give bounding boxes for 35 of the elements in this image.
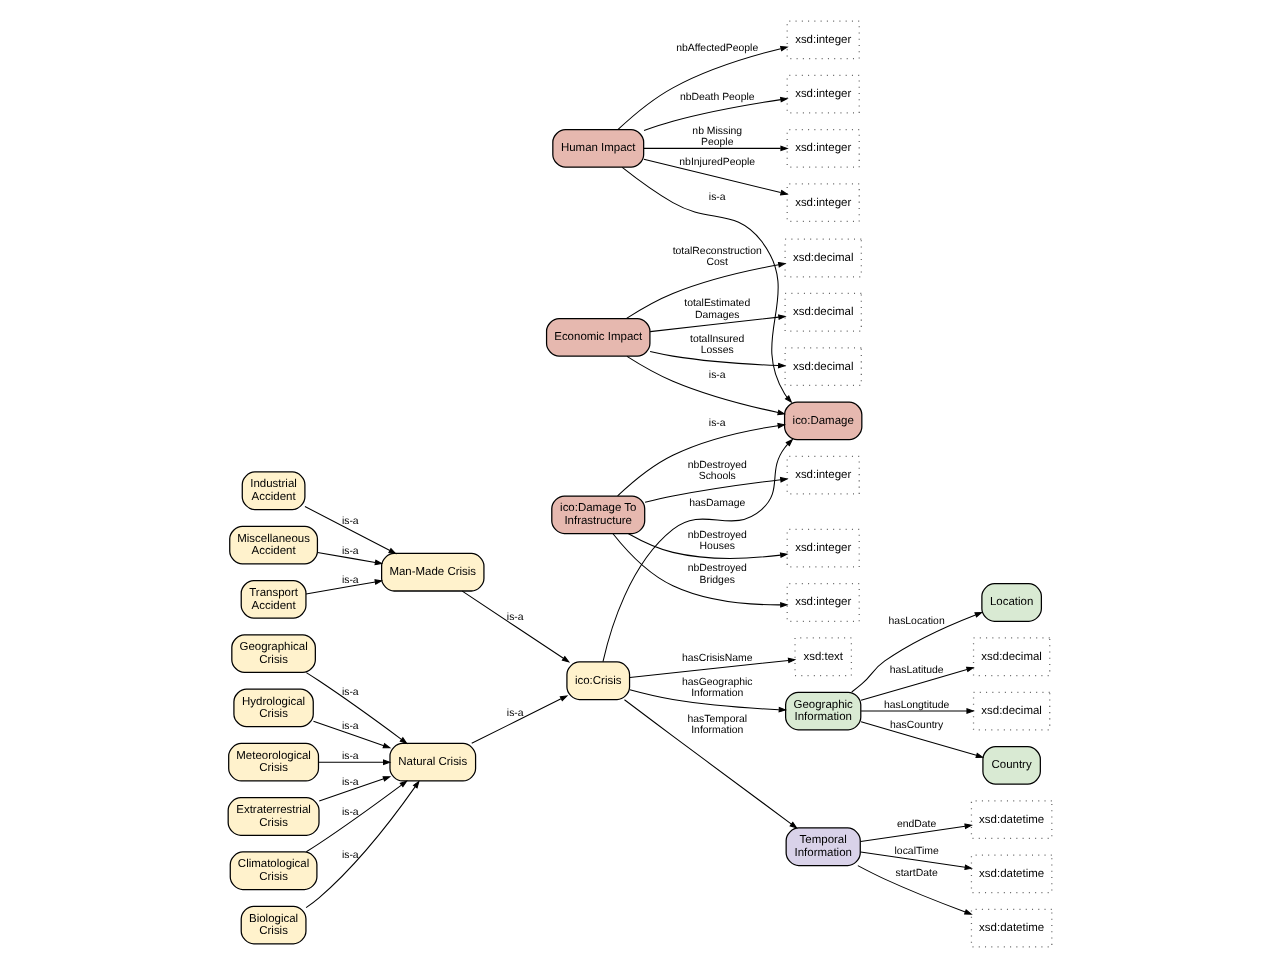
arrow <box>860 708 975 714</box>
arrow <box>602 438 794 663</box>
arrow <box>644 476 789 503</box>
arrow <box>860 666 975 701</box>
arrow <box>629 657 797 678</box>
arrow <box>860 721 985 759</box>
arrow <box>623 699 798 829</box>
arrow <box>643 145 789 152</box>
arrow <box>860 851 973 871</box>
arrow <box>318 776 392 802</box>
arrow <box>626 355 786 416</box>
arrow <box>305 579 384 595</box>
arrow <box>318 759 392 766</box>
arrow <box>305 780 420 909</box>
arrow <box>643 96 789 131</box>
arrow <box>312 720 392 749</box>
arrow <box>305 780 408 853</box>
arrow <box>627 533 789 559</box>
arrow <box>304 505 397 555</box>
arrow <box>461 590 571 663</box>
arrow <box>626 261 787 319</box>
arrow <box>860 823 973 842</box>
arrow <box>621 166 793 404</box>
arrow <box>649 314 787 333</box>
arrow <box>857 865 973 915</box>
arrow <box>643 158 789 196</box>
arrow <box>617 422 786 497</box>
arrow <box>851 612 984 693</box>
arrow <box>649 351 787 369</box>
arrow <box>612 533 789 608</box>
arrow <box>471 695 569 744</box>
arrow <box>305 672 408 745</box>
arrow <box>317 551 384 566</box>
arrow <box>617 45 789 130</box>
arrow <box>629 689 787 713</box>
